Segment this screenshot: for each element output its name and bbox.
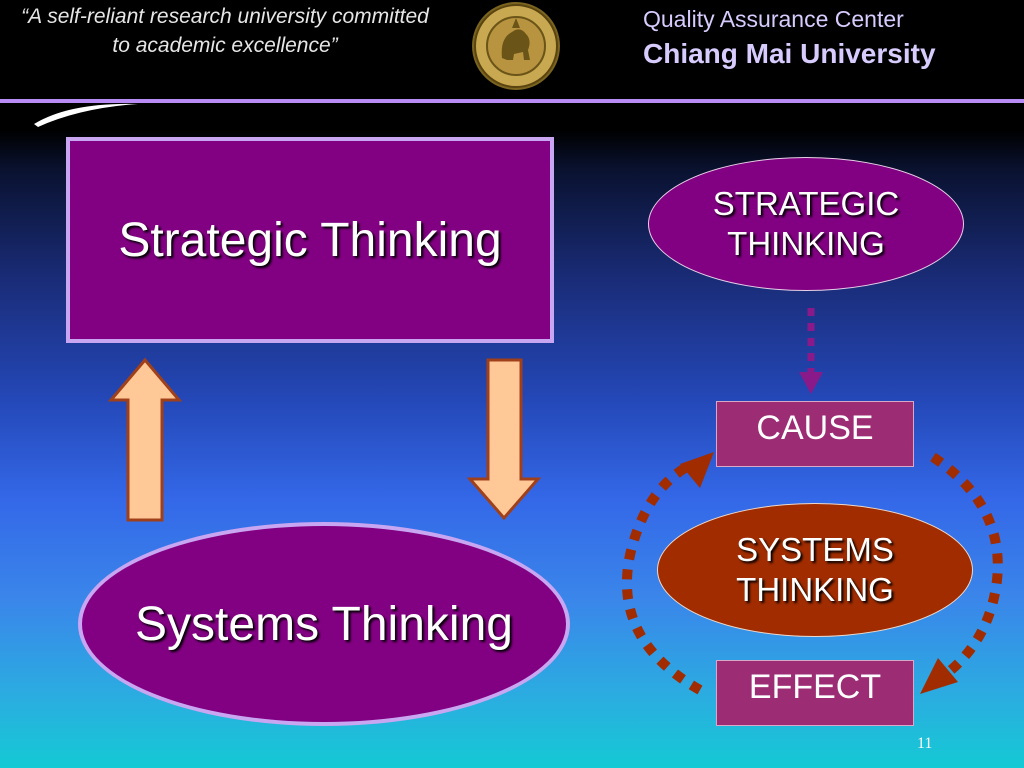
strategic-thinking-oval: STRATEGIC THINKING — [648, 157, 964, 291]
strategic-thinking-label: Strategic Thinking — [118, 213, 502, 267]
center-name: Quality Assurance Center — [643, 6, 904, 32]
university-seal-icon — [472, 2, 560, 90]
cycle-arrow-icon — [622, 452, 1003, 695]
systems-thinking-oval: Systems Thinking — [78, 522, 570, 726]
down-arrow-icon — [466, 358, 542, 521]
header-divider — [0, 99, 1024, 103]
cause-label: CAUSE — [756, 409, 874, 447]
systems-oval-line2: THINKING — [736, 571, 894, 608]
effect-box: EFFECT — [716, 660, 914, 726]
strategic-oval-line2: THINKING — [727, 225, 885, 262]
strategic-thinking-oval-label: STRATEGIC THINKING — [713, 184, 899, 264]
page-number: 11 — [917, 735, 933, 752]
university-name: Chiang Mai University — [643, 38, 936, 69]
decorative-swoosh — [34, 103, 138, 127]
systems-oval-line1: SYSTEMS — [736, 531, 894, 568]
systems-thinking-oval-label: SYSTEMS THINKING — [736, 530, 894, 610]
strategic-thinking-box: Strategic Thinking — [66, 137, 554, 343]
cause-box: CAUSE — [716, 401, 914, 467]
dotted-arrow-icon — [799, 308, 823, 394]
systems-thinking-cycle-oval: SYSTEMS THINKING — [657, 503, 973, 637]
effect-label: EFFECT — [748, 668, 882, 706]
up-arrow-icon — [107, 357, 183, 522]
systems-thinking-label: Systems Thinking — [135, 597, 513, 651]
strategic-oval-line1: STRATEGIC — [712, 185, 900, 222]
university-motto: “A self-reliant research university comm… — [21, 5, 429, 57]
